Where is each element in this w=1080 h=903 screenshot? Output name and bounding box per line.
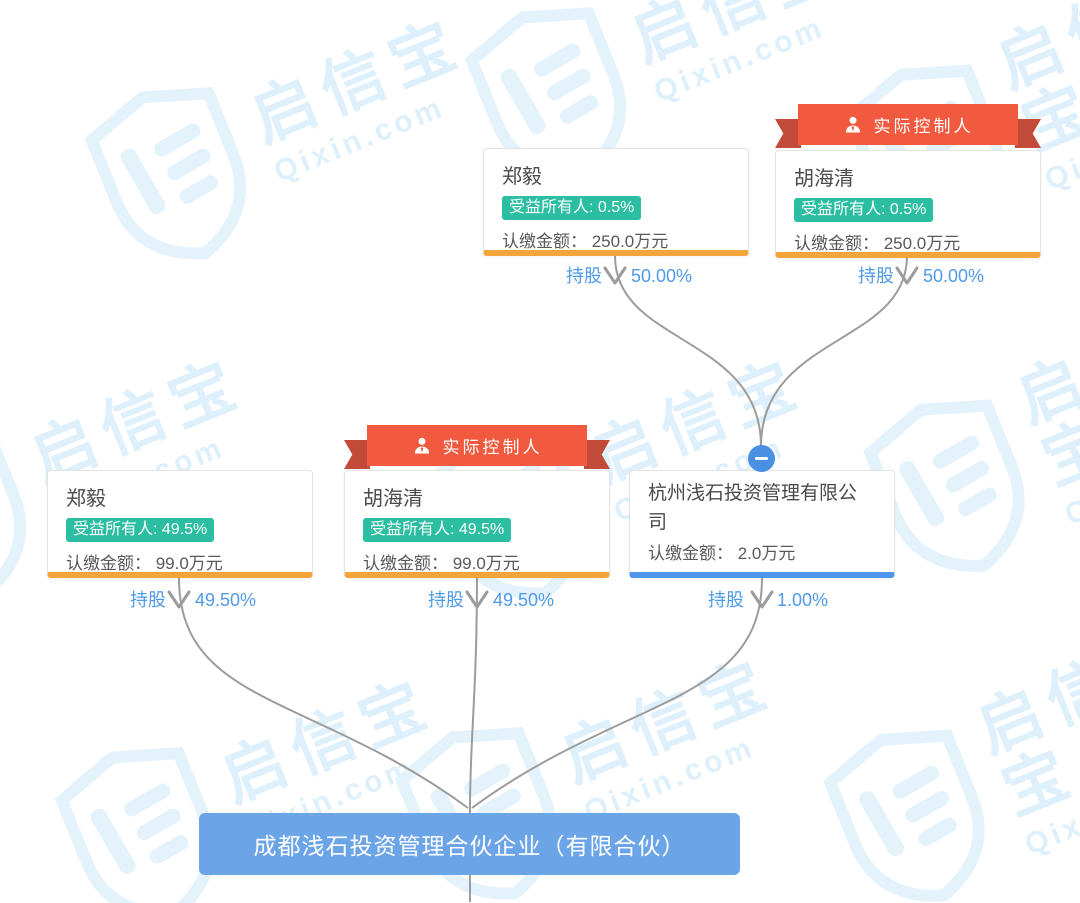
edge-mid-left xyxy=(178,577,469,809)
node-card-shareholder[interactable]: 胡海清 受益所有人: 0.5% 认缴金额： 250.0万元 xyxy=(775,150,1041,258)
person-icon xyxy=(845,116,860,132)
edge-label-holding: 持股 xyxy=(858,266,894,286)
edge-label-holding: 持股 xyxy=(708,590,744,610)
edge-value-percent: 50.00% xyxy=(923,266,985,286)
subscribed-amount: 认缴金额： 250.0万元 xyxy=(794,234,961,253)
beneficial-owner-badge: 受益所有人: 49.5% xyxy=(363,518,512,542)
arrowhead-icon xyxy=(750,590,774,609)
shareholder-name: 胡海清 xyxy=(794,168,854,190)
ribbon-label: 实际控制人 xyxy=(442,438,543,457)
root-company-name: 成都浅石投资管理合伙企业（有限合伙） xyxy=(253,833,686,859)
shareholder-name: 郑毅 xyxy=(502,166,542,188)
edge-label-holding: 持股 xyxy=(428,590,464,610)
ribbon-label: 实际控制人 xyxy=(873,117,974,136)
edge-value-percent: 50.00% xyxy=(631,266,693,286)
arrowhead-icon xyxy=(895,266,919,285)
node-card-company[interactable]: 杭州浅石投资管理有限公司 认缴金额： 2.0万元 xyxy=(629,470,895,578)
arrowhead-icon xyxy=(167,590,191,609)
shareholder-name: 胡海清 xyxy=(363,488,423,510)
edge-value-percent: 1.00% xyxy=(777,590,829,610)
edge-mid-right xyxy=(471,577,763,809)
subscribed-amount: 认缴金额： 2.0万元 xyxy=(648,544,796,563)
edge-mid-center xyxy=(469,577,478,809)
node-card-shareholder[interactable]: 郑毅 受益所有人: 0.5% 认缴金额： 250.0万元 xyxy=(483,148,749,256)
edge-label-holding: 持股 xyxy=(130,590,166,610)
edge-top-left xyxy=(614,255,762,447)
root-company-node[interactable]: 成都浅石投资管理合伙企业（有限合伙） xyxy=(199,813,740,875)
edge-top-right xyxy=(760,255,908,447)
edge-value-percent: 49.50% xyxy=(195,590,257,610)
actual-controller-ribbon: 实际控制人 xyxy=(775,104,1041,148)
beneficial-owner-badge: 受益所有人: 0.5% xyxy=(794,198,934,222)
subscribed-amount: 认缴金额： 250.0万元 xyxy=(502,232,669,251)
actual-controller-ribbon: 实际控制人 xyxy=(344,425,610,469)
node-card-shareholder[interactable]: 郑毅 受益所有人: 49.5% 认缴金额： 99.0万元 xyxy=(47,470,313,578)
company-name: 杭州浅石投资管理有限公司 xyxy=(648,483,858,533)
subscribed-amount: 认缴金额： 99.0万元 xyxy=(66,554,223,573)
arrowhead-icon xyxy=(603,266,627,285)
subscribed-amount: 认缴金额： 99.0万元 xyxy=(363,554,520,573)
edge-label-holding: 持股 xyxy=(566,266,602,286)
collapse-node-button[interactable] xyxy=(748,445,775,472)
minus-icon xyxy=(755,457,768,460)
beneficial-owner-badge: 受益所有人: 0.5% xyxy=(502,196,642,220)
person-icon xyxy=(414,437,429,453)
shareholder-name: 郑毅 xyxy=(66,488,106,510)
beneficial-owner-badge: 受益所有人: 49.5% xyxy=(66,518,215,542)
node-card-shareholder[interactable]: 胡海清 受益所有人: 49.5% 认缴金额： 99.0万元 xyxy=(344,470,610,578)
edge-value-percent: 49.50% xyxy=(493,590,555,610)
